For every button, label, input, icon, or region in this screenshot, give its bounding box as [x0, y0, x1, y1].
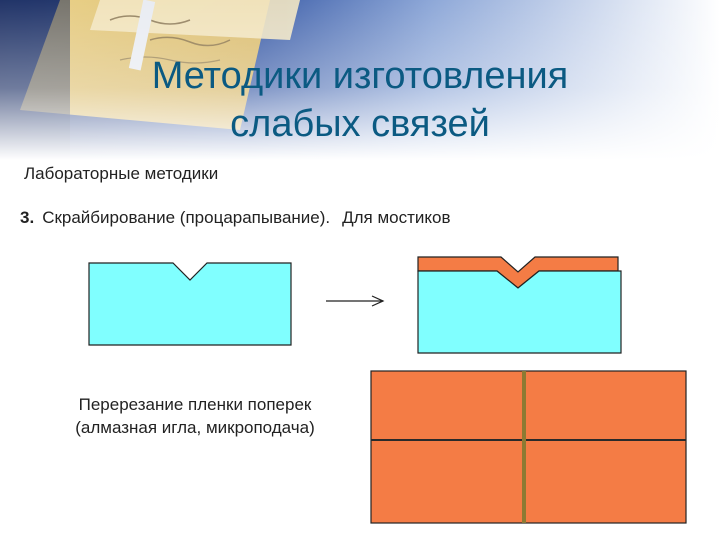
caption-line-1: Перерезание пленки поперек [78, 395, 312, 414]
scribing-diagram [88, 256, 687, 524]
slide-title: Методики изготовления слабых связей [60, 52, 660, 148]
title-line-2: слабых связей [230, 103, 490, 145]
step-number: 3. [20, 208, 35, 227]
title-line-1: Методики изготовления [151, 55, 569, 97]
subtitle: Лабораторные методики [24, 164, 219, 183]
step-note: Для мостиков [342, 208, 451, 227]
caption: Перерезание пленки поперек (алмазная игл… [40, 393, 350, 439]
notched-substrate-right [417, 270, 622, 354]
step-text: Скрайбирование (процарапывание). [42, 208, 331, 227]
caption-line-2: (алмазная игла, микроподача) [75, 418, 315, 437]
arrow-head-icon [371, 295, 385, 307]
header-photo [0, 0, 720, 160]
cut-film-top-view [370, 370, 687, 524]
step-item: 3. Скрайбирование (процарапывание). Для мо… [20, 207, 451, 229]
notched-substrate-left [88, 262, 292, 346]
